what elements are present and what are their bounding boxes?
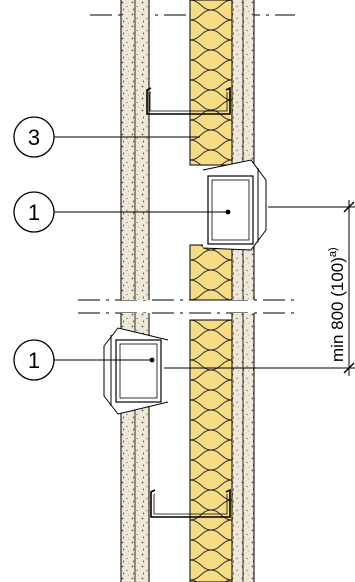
break-lines xyxy=(78,14,295,314)
lower-box-section xyxy=(115,339,162,403)
svg-text:min 800 (100)a): min 800 (100)a) xyxy=(327,247,347,362)
upper-wall-section xyxy=(120,0,267,301)
callout-3: 3 xyxy=(13,116,55,158)
callout-1-upper: 1 xyxy=(13,191,55,233)
upper-box-section xyxy=(207,175,254,245)
callout-1-lower-label: 1 xyxy=(28,348,40,373)
insulation-upper-bottom xyxy=(189,244,233,301)
leader-lines xyxy=(54,136,228,361)
stud-profile-lower xyxy=(150,488,231,518)
callout-3-label: 3 xyxy=(28,125,40,150)
callout-1-lower: 1 xyxy=(13,339,55,381)
insulation-lower xyxy=(189,319,233,582)
stud-profile-upper xyxy=(146,86,231,115)
dimension-superscript: a) xyxy=(327,247,339,257)
lower-wall-section xyxy=(103,313,255,582)
dimension-min-spacing: min 800 (100)a) xyxy=(164,200,355,376)
insulation-upper-top xyxy=(189,0,233,166)
dimension-text: min 800 (100) xyxy=(328,257,347,362)
callout-1-upper-label: 1 xyxy=(28,200,40,225)
